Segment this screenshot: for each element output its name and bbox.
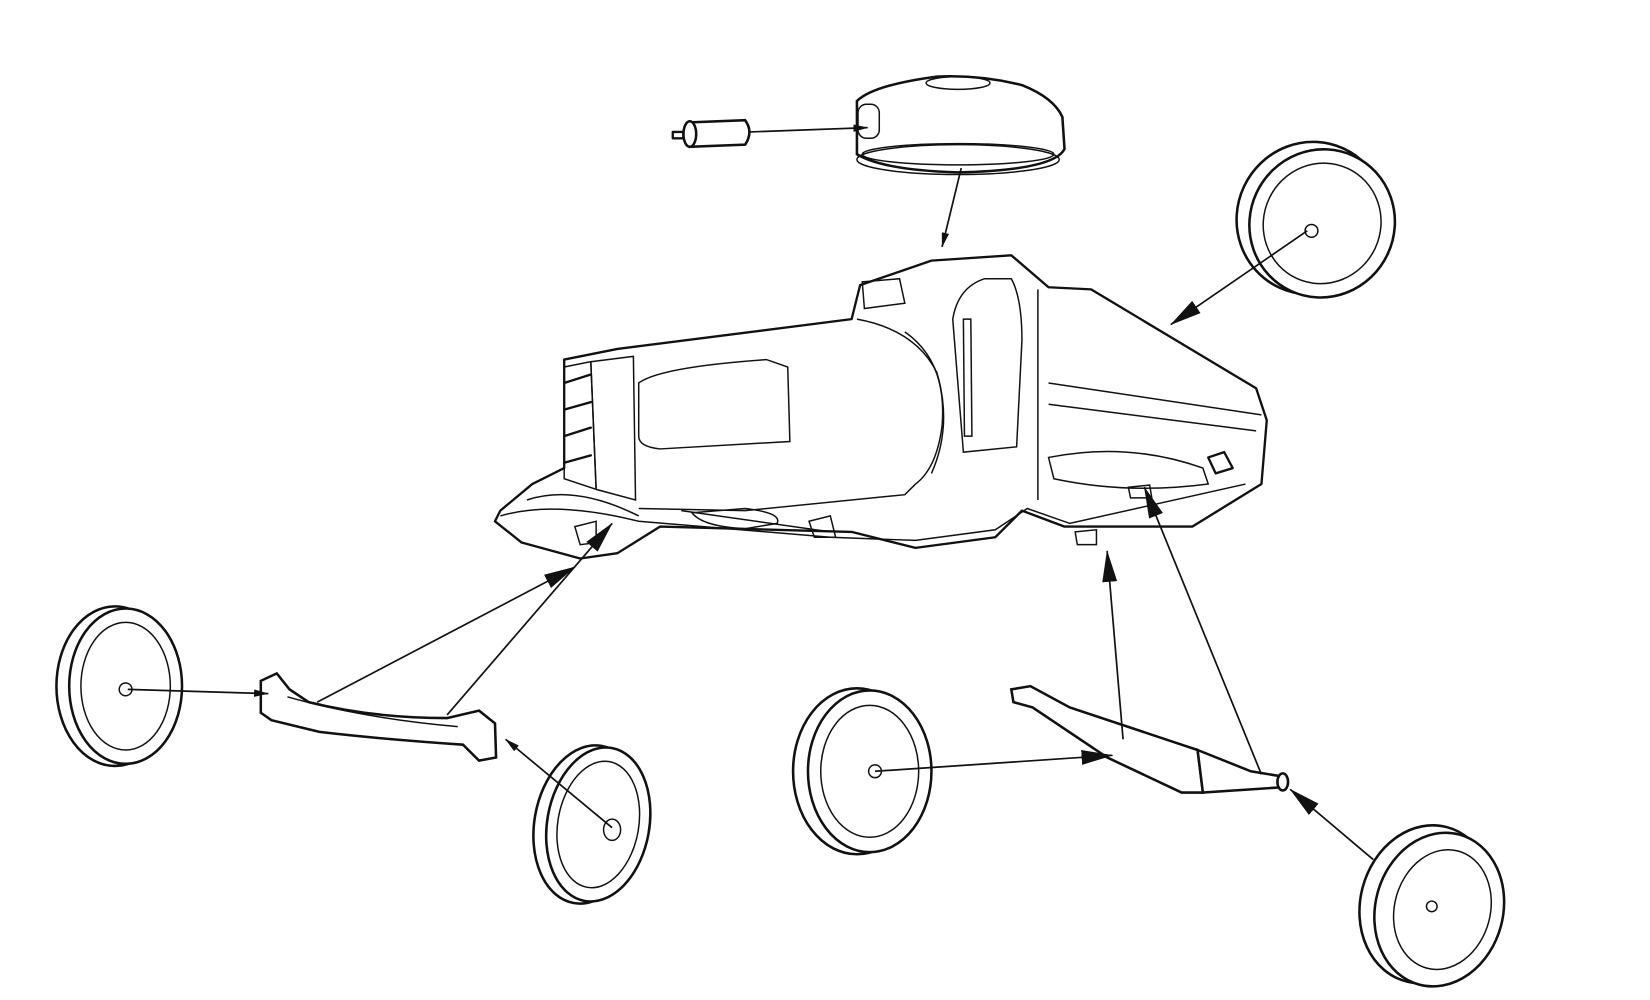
wheel-top-right bbox=[1235, 140, 1397, 299]
small-cylinder-part bbox=[671, 118, 751, 149]
hull-body bbox=[493, 254, 1268, 560]
right-axle-cone bbox=[1009, 684, 1290, 794]
wheel-left bbox=[55, 605, 184, 768]
left-axle-arm bbox=[259, 671, 498, 763]
wheel-center-bottom bbox=[791, 687, 933, 856]
turret-cap bbox=[855, 74, 1066, 176]
wheel-middle-left bbox=[532, 744, 652, 905]
wheel-bottom-right bbox=[1358, 824, 1506, 988]
assembly-arrows bbox=[127, 124, 1374, 861]
